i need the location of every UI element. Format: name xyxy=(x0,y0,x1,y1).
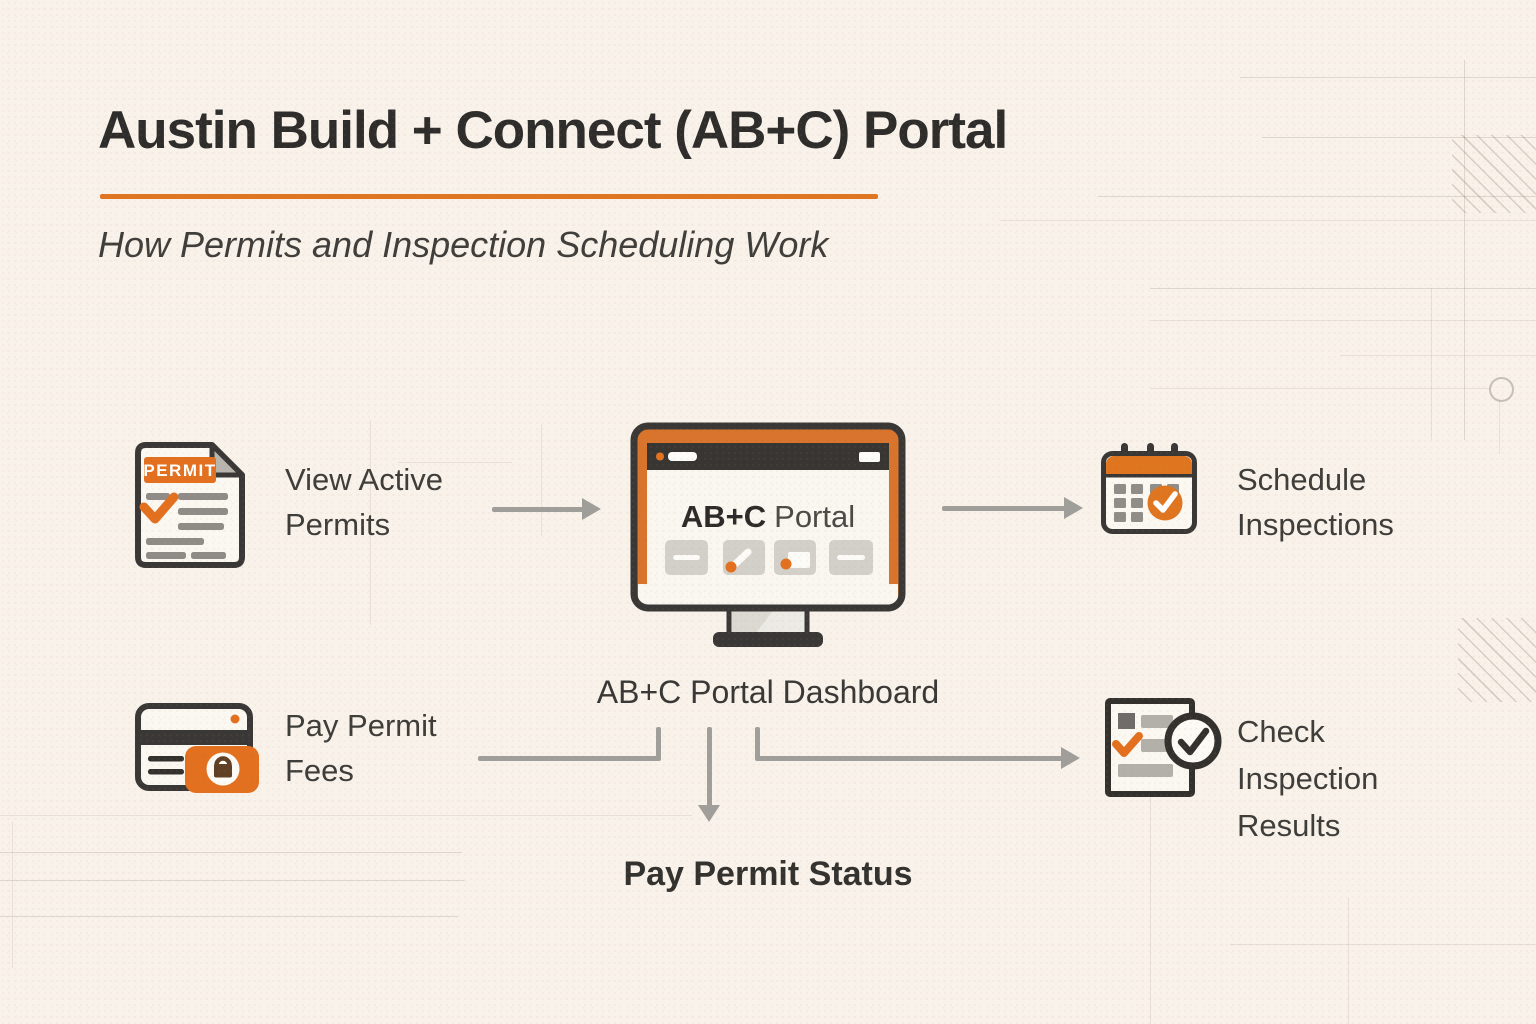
permit-document-icon: PERMIT xyxy=(135,442,245,568)
blueprint-line xyxy=(1262,137,1536,138)
permit-badge-text: PERMIT xyxy=(143,461,216,480)
connector-dashboard-to-results xyxy=(755,727,760,759)
arrowhead-right-icon xyxy=(1064,497,1083,519)
blueprint-hatch xyxy=(1458,618,1536,702)
view-active-permits-label: View Active Permits xyxy=(285,462,443,542)
schedule-inspections-label: Schedule Inspections xyxy=(1237,462,1394,542)
arrow-portal-to-schedule xyxy=(942,506,1066,511)
blueprint-line xyxy=(1240,77,1536,78)
blueprint-line xyxy=(1000,220,1536,221)
blueprint-hatch xyxy=(1452,135,1536,213)
blueprint-line xyxy=(1348,898,1349,1024)
connector-dashboard-to-results-line xyxy=(755,756,1063,761)
blueprint-line xyxy=(1230,944,1536,945)
connector-dashboard-to-payfees-line xyxy=(478,756,661,761)
blueprint-line xyxy=(1150,388,1490,389)
blueprint-line xyxy=(1150,772,1151,1024)
arrowhead-right-icon xyxy=(582,498,601,520)
arrow-permits-to-portal xyxy=(492,507,584,512)
blueprint-line xyxy=(1464,60,1465,440)
title-underline xyxy=(100,194,878,199)
blueprint-line xyxy=(0,916,458,917)
blueprint-line xyxy=(370,420,371,625)
arrow-dashboard-to-status xyxy=(707,727,712,807)
connector-dashboard-to-payfees xyxy=(656,727,661,759)
portal-dashboard-caption: AB+C Portal Dashboard xyxy=(596,674,940,710)
blueprint-line xyxy=(12,822,13,968)
dashboard-tile-icons xyxy=(665,540,873,575)
checklist-verified-icon xyxy=(1105,698,1222,797)
pay-permit-fees-label: Pay Permit Fees xyxy=(285,708,437,788)
blueprint-line xyxy=(0,815,692,816)
blueprint-line xyxy=(1431,288,1432,440)
page-title: Austin Build + Connect (AB+C) Portal xyxy=(98,101,1008,160)
blueprint-line xyxy=(398,462,512,463)
blueprint-line xyxy=(541,424,542,536)
blueprint-node-circle xyxy=(1489,377,1514,402)
calendar-check-icon xyxy=(1101,443,1197,534)
arrowhead-down-icon xyxy=(698,805,720,822)
pay-permit-status-label: Pay Permit Status xyxy=(623,855,913,893)
credit-card-lock-icon xyxy=(135,703,259,793)
blueprint-line xyxy=(0,852,462,853)
check-inspection-results-label: Check Inspection Results xyxy=(1237,714,1379,843)
blueprint-line xyxy=(1499,399,1500,454)
page-subtitle: How Permits and Inspection Scheduling Wo… xyxy=(98,224,829,265)
blueprint-line xyxy=(1150,288,1536,289)
blueprint-line xyxy=(0,880,465,881)
blueprint-line xyxy=(1150,320,1536,321)
blueprint-line xyxy=(1098,196,1536,197)
arrowhead-right-icon xyxy=(1061,747,1080,769)
blueprint-line xyxy=(1340,355,1536,356)
